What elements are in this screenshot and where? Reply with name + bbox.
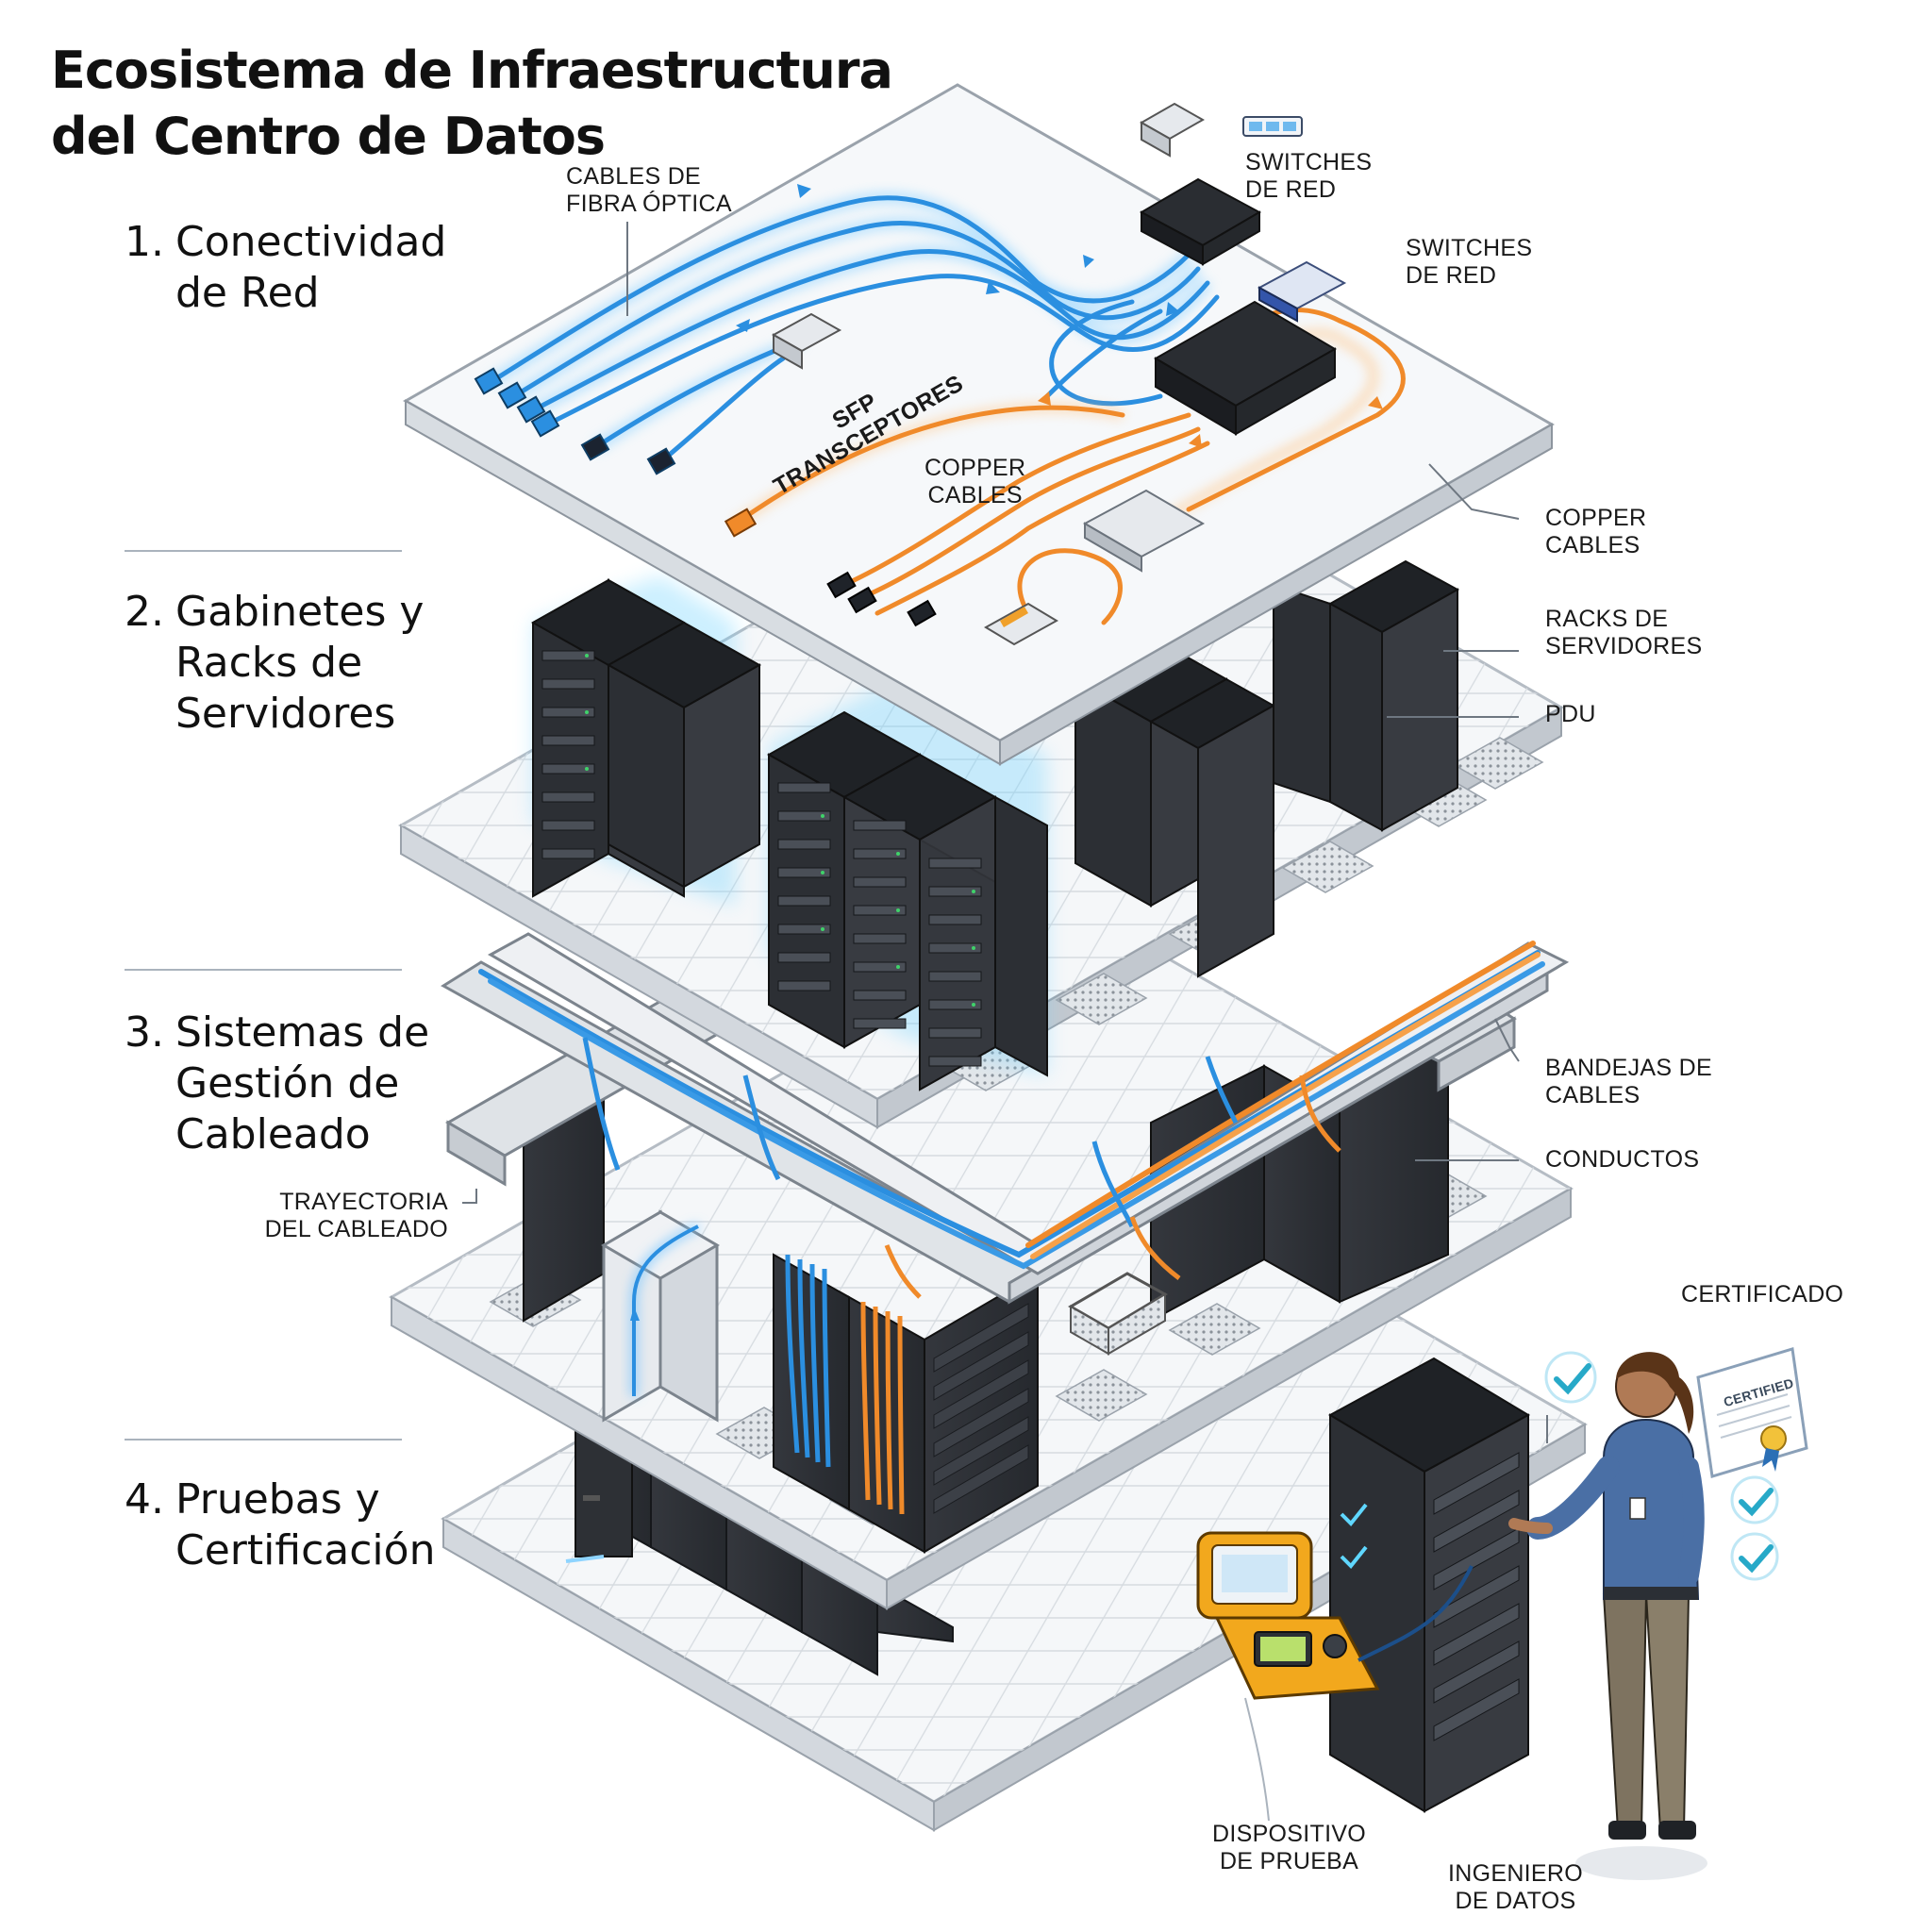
label-pdu: PDU (1545, 701, 1596, 727)
copper-cables (724, 307, 1406, 627)
label-conduits: CONDUCTOS (1545, 1146, 1700, 1173)
section-title-line3: Cableado (175, 1110, 371, 1158)
section-number: 4. (125, 1475, 164, 1524)
level-2-racks (530, 559, 1460, 1091)
section-title-line2: Certificación (175, 1526, 436, 1574)
label-copper-cables-center: COPPER CABLES (924, 455, 1026, 508)
label-fiber-optic-cables: CABLES DE FIBRA ÓPTICA (566, 163, 732, 217)
label-switches-right: SWITCHES DE RED (1406, 235, 1533, 289)
section-divider (125, 550, 402, 552)
label-test-device: DISPOSITIVO DE PRUEBA (1212, 1821, 1367, 1874)
page-title: Ecosistema de Infraestructura del Centro… (51, 38, 893, 170)
label-switches-top: SWITCHES DE RED (1245, 149, 1373, 203)
label-copper-cables-right: COPPER CABLES (1545, 505, 1647, 558)
cable-trays (441, 932, 1570, 1305)
section-title-line1: Sistemas de (175, 1008, 430, 1057)
page-title-line2: del Centro de Datos (51, 107, 606, 166)
section-title-line2: de Red (175, 269, 320, 317)
label-data-engineer: INGENIERO DE DATOS (1448, 1860, 1583, 1914)
section-title-line1: Conectividad (175, 218, 447, 266)
engineer (1508, 1352, 1707, 1880)
section-title-line2: Gestión de (175, 1059, 400, 1108)
test-rack (1327, 1357, 1531, 1813)
section-title-line1: Pruebas y (175, 1475, 380, 1524)
certificate-icon (1696, 1347, 1808, 1478)
label-certificate: CERTIFICADO (1681, 1281, 1844, 1307)
section-title-line3: Servidores (175, 690, 396, 738)
section-title-line2: Racks de (175, 639, 363, 687)
section-number: 1. (125, 218, 164, 266)
section-number: 3. (125, 1008, 164, 1057)
section-number: 2. (125, 588, 164, 636)
test-device (1196, 1531, 1474, 1822)
page-title-line1: Ecosistema de Infraestructura (51, 41, 893, 100)
label-cable-pathway: TRAYECTORIA DEL CABLEADO (264, 1189, 448, 1242)
level-4-racks (565, 1396, 954, 1676)
checkmark-icon (1544, 1351, 1779, 1581)
network-switches (771, 102, 1347, 646)
leader-lines (462, 222, 1548, 1443)
section-divider (125, 1439, 402, 1441)
section-title-line1: Gabinetes y (175, 588, 425, 636)
fiber-optic-cables (474, 184, 1220, 475)
label-cable-trays: BANDEJAS DE CABLES (1545, 1055, 1712, 1108)
label-server-racks: RACKS DE SERVIDORES (1545, 606, 1703, 659)
section-divider (125, 969, 402, 971)
ribbon-icon (1760, 1425, 1787, 1472)
